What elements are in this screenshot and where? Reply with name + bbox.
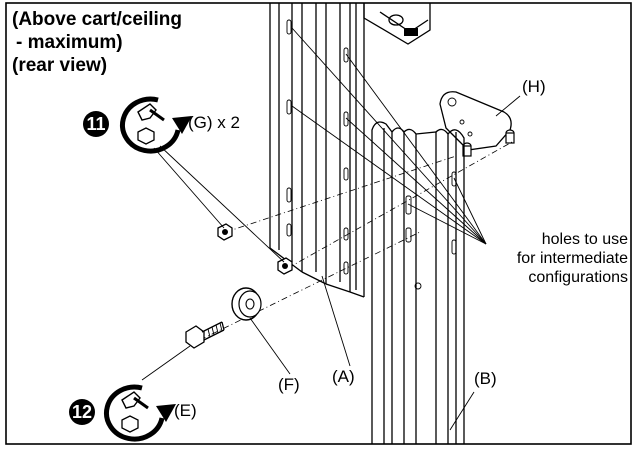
assembly-axes [199, 141, 513, 341]
callout-holes-line-1: holes to use [542, 231, 628, 248]
step-11-badge [83, 111, 109, 137]
title-line-1: (Above cart/ceiling [12, 9, 182, 30]
bolt-g-1 [217, 223, 233, 241]
callout-holes-line-3: configurations [528, 269, 628, 286]
diagram-frame [5, 2, 632, 445]
leader-lines [141, 27, 521, 431]
callout-washer-f: (F) [278, 375, 300, 394]
inner-column-a [269, 3, 365, 298]
step-11-number: 11 [86, 114, 105, 134]
top-mount-plate [363, 3, 431, 45]
wrench-rotate-icon [120, 96, 192, 154]
step-12-number: 12 [72, 402, 92, 422]
screw-e [185, 321, 225, 349]
callout-column-a: (A) [332, 367, 355, 386]
step-11: 11 (G) x 2 [83, 96, 240, 154]
step-12: 12 (E) [69, 384, 197, 442]
callout-column-b: (B) [474, 369, 497, 388]
callout-bracket-h: (H) [522, 77, 546, 96]
wrench-rotate-icon [104, 384, 176, 442]
step-11-label: (G) x 2 [188, 113, 240, 132]
callout-holes-line-2: for intermediate [517, 250, 628, 267]
bolt-g-2 [277, 257, 293, 275]
title-line-2: - maximum) [16, 32, 123, 53]
step-12-label: (E) [174, 401, 197, 420]
step-12-badge [69, 399, 95, 425]
bracket-h [439, 91, 515, 157]
title-line-3: (rear view) [12, 55, 107, 76]
washer-f [231, 287, 262, 321]
outer-column-b [371, 121, 465, 444]
